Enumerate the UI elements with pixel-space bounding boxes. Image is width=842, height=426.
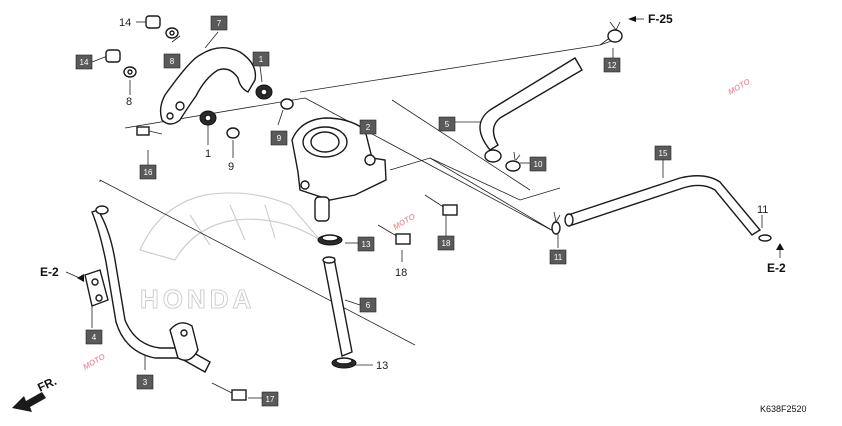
collar-9-top [280,98,294,110]
front-direction-label: FR. [35,374,58,395]
callout-box-text: 10 [534,160,543,169]
bolt-18-right [424,194,458,216]
bracket-hole-2 [166,112,174,120]
pipe-3-flange [169,322,199,361]
callout-box-text: 3 [143,378,148,387]
assembly-outline [99,97,556,346]
callout-box-18: 18 [437,235,455,251]
callout-box-text: 4 [92,333,97,342]
bolt-18-lower [377,224,411,245]
callout-box-text: 13 [362,240,371,249]
clip-12 [607,21,623,43]
callout-box-8: 8 [163,53,181,69]
callout-box-text: 2 [366,123,371,132]
hose-5 [479,57,583,151]
callout-box-9: 9 [270,130,288,146]
callout-box-16: 16 [139,164,157,180]
watermark-center: MOTO [392,212,418,232]
hose-mid-line [391,99,531,191]
bolt-17 [211,382,247,401]
pipe-3 [91,209,211,373]
callout-box-13: 13 [357,236,375,252]
ref-e2-left: E-2 [40,265,59,279]
air-valve-body [291,117,387,222]
washer-8-left [123,66,137,78]
washer-8-top [165,27,179,39]
callout-box-3: 3 [136,374,154,390]
callout-box-17: 17 [261,391,279,407]
callout-box-text: 8 [170,57,175,66]
callout-box-11: 11 [549,249,567,265]
watermark-left: MOTO [82,352,108,372]
callout-box-text: 15 [659,149,668,158]
callout-box-4: 4 [85,329,103,345]
callout-box-7: 7 [210,15,228,31]
clip-11-right [758,234,772,242]
bolt-16 [136,126,163,136]
hose-6 [323,257,353,357]
clip-10 [505,151,521,172]
callout-box-text: 14 [80,58,89,67]
label-18: 18 [395,267,407,279]
callout-box-5: 5 [438,116,456,132]
pipe-15-end [564,213,574,227]
callout-box-text: 7 [217,19,222,28]
label-11: 11 [757,204,768,216]
clamp-13-upper [317,234,343,246]
callout-box-14: 14 [75,54,93,70]
callout-box-2: 2 [359,119,377,135]
pipe-15 [567,175,762,236]
callout-box-text: 12 [608,61,617,70]
grommet-1-top [255,84,273,100]
label-8: 8 [126,96,132,108]
ref-arrows [77,16,784,282]
bracket-hole [175,101,185,111]
clamp-13-lower [331,357,357,369]
callout-box-text: 5 [445,120,450,129]
front-direction-arrow-icon [12,392,46,412]
label-9: 9 [228,161,234,173]
hose-connector-line [429,157,561,201]
callout-box-text: 1 [259,55,264,64]
callout-box-text: 17 [266,395,275,404]
nut-14-left [105,49,121,63]
grommet-1-mid [199,110,217,126]
callout-box-text: 11 [554,253,563,262]
brand-logo-mark: HONDA [139,192,321,315]
callout-box-12: 12 [603,57,621,73]
callout-box-1: 1 [252,51,270,67]
callout-box-text: 16 [144,168,153,177]
nut-14-top [145,15,161,29]
gasket-4 [84,269,109,307]
callout-box-6: 6 [359,297,377,313]
label-14-top: 14 [119,17,131,29]
clip-11-left [551,211,561,235]
callout-box-text: 18 [442,239,451,248]
callout-box-text: 9 [277,134,282,143]
drawing-code: K638F2520 [760,404,807,414]
callout-box-10: 10 [529,156,547,172]
collar-9-mid [226,127,240,139]
callout-box-text: 6 [366,301,371,310]
ref-e2-right: E-2 [767,261,786,275]
ref-f25: F-25 [648,12,673,26]
brand-mark-text: HONDA [140,284,255,314]
label-1: 1 [205,148,211,160]
callout-box-15: 15 [654,145,672,161]
watermark-top-right: MOTO [727,77,753,97]
hose-6-end [322,256,336,264]
label-13: 13 [376,360,388,372]
hose-5-end [484,149,502,163]
pipe-3-top-end [95,205,109,215]
